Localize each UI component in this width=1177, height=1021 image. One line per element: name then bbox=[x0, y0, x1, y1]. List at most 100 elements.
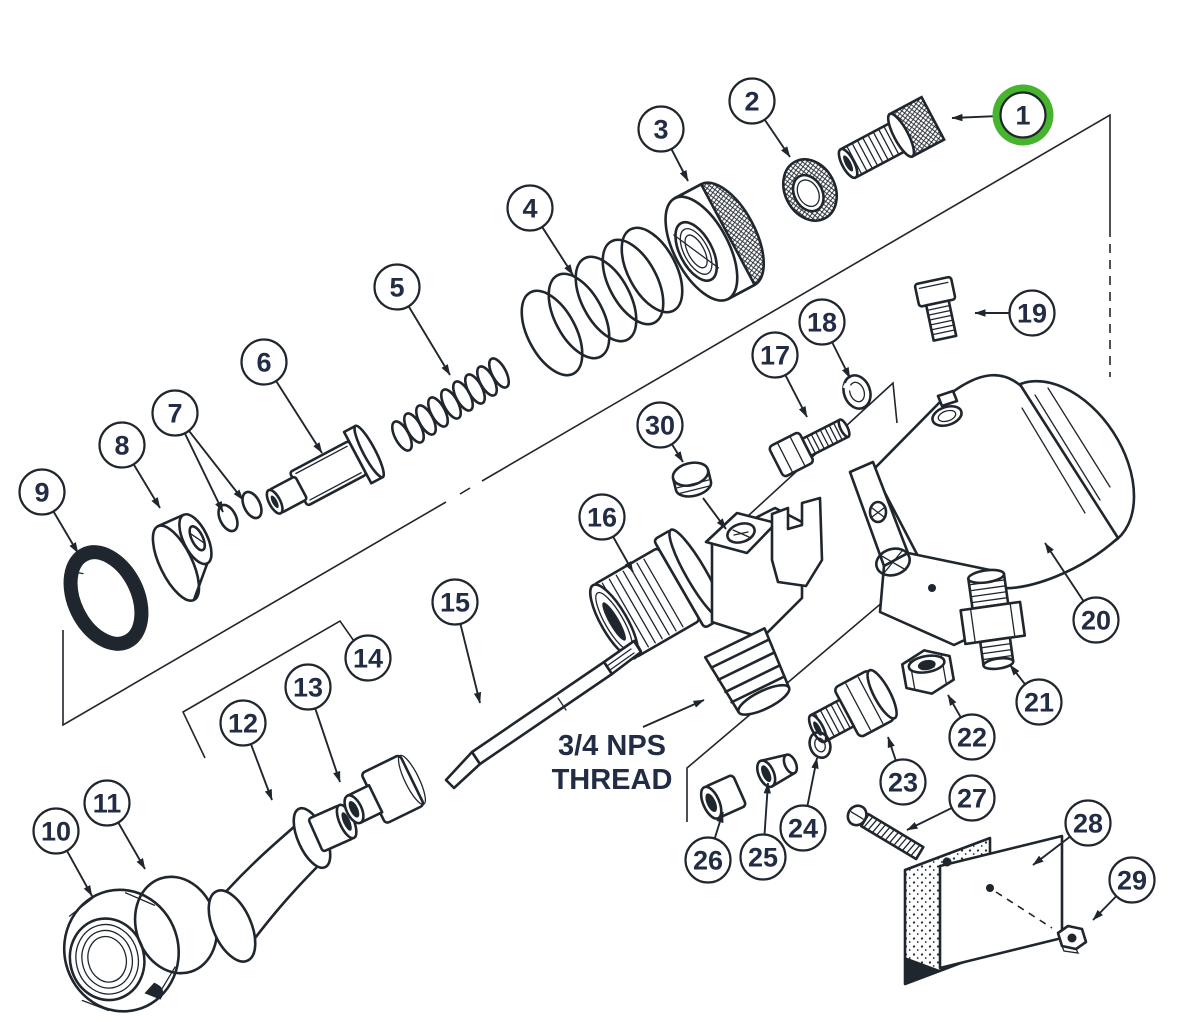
leader-line bbox=[906, 807, 953, 831]
callout-number: 17 bbox=[760, 341, 790, 371]
part-18-lock-washer bbox=[842, 374, 872, 410]
callout-20[interactable]: 20 bbox=[1044, 542, 1120, 644]
leader-line bbox=[1092, 895, 1117, 921]
callout-number: 24 bbox=[788, 814, 818, 844]
callout-circle bbox=[83, 779, 131, 827]
callout-8[interactable]: 8 bbox=[98, 421, 161, 509]
leader-line bbox=[275, 380, 323, 454]
callout-number: 23 bbox=[888, 768, 918, 798]
bracket-lower-right bbox=[686, 544, 951, 822]
callout-9[interactable]: 9 bbox=[18, 468, 79, 554]
part-29-small-nut bbox=[1056, 924, 1088, 954]
callout-number: 13 bbox=[293, 673, 323, 703]
callout-circle bbox=[578, 493, 626, 541]
callout-number: 20 bbox=[1081, 606, 1111, 636]
callout-circle bbox=[219, 699, 267, 747]
callout-6[interactable]: 6 bbox=[240, 338, 323, 454]
leader-line bbox=[407, 305, 451, 376]
part-9-packing-ring bbox=[63, 545, 149, 651]
callout-22[interactable]: 22 bbox=[947, 694, 996, 761]
leader-line bbox=[806, 757, 819, 807]
callout-17[interactable]: 17 bbox=[751, 331, 808, 418]
leader-line bbox=[1044, 542, 1085, 602]
part-21-hex-nipple bbox=[959, 568, 1027, 671]
callout-28[interactable]: 28 bbox=[1032, 799, 1112, 866]
part-25-seat-cup bbox=[756, 753, 799, 789]
thread-annotation: 3/4 NPS THREAD bbox=[552, 730, 673, 796]
callout-1[interactable]: 1 bbox=[951, 84, 1054, 146]
callout-16[interactable]: 16 bbox=[578, 493, 634, 573]
extra-arrows bbox=[642, 497, 727, 728]
callout-7[interactable]: 7 bbox=[151, 389, 244, 513]
callout-23[interactable]: 23 bbox=[879, 736, 927, 806]
callout-5[interactable]: 5 bbox=[373, 263, 451, 376]
part-23-fitting bbox=[807, 668, 898, 744]
callout-number: 9 bbox=[34, 478, 49, 508]
callout-18[interactable]: 18 bbox=[798, 298, 851, 379]
callout-circle bbox=[240, 338, 288, 386]
bracket-group-14 bbox=[181, 619, 357, 759]
callout-circle bbox=[948, 713, 996, 761]
leader-line bbox=[784, 374, 808, 418]
part-13-bushing bbox=[343, 754, 427, 825]
callout-circle bbox=[18, 468, 66, 516]
callout-4[interactable]: 4 bbox=[506, 184, 574, 276]
callout-3[interactable]: 3 bbox=[637, 105, 689, 182]
leader-line bbox=[947, 694, 962, 718]
part-15-needle bbox=[444, 639, 643, 790]
leader-line bbox=[670, 148, 689, 182]
thread-note-line2: THREAD bbox=[552, 764, 673, 796]
callout-24[interactable]: 24 bbox=[779, 757, 827, 852]
callout-number: 18 bbox=[807, 308, 837, 338]
callout-26[interactable]: 26 bbox=[684, 811, 732, 884]
callout-circle bbox=[999, 91, 1047, 139]
part-24-o-ring bbox=[808, 731, 832, 759]
callout-30[interactable]: 30 bbox=[636, 401, 684, 463]
callout-10[interactable]: 10 bbox=[32, 807, 93, 897]
callout-19[interactable]: 19 bbox=[974, 289, 1056, 337]
callout-number: 15 bbox=[440, 588, 470, 618]
leader-line bbox=[671, 443, 684, 463]
callout-circle bbox=[98, 421, 146, 469]
callout-29[interactable]: 29 bbox=[1092, 856, 1156, 921]
callout-circle bbox=[344, 634, 392, 682]
callout-21[interactable]: 21 bbox=[1009, 664, 1063, 726]
callout-circle bbox=[728, 77, 776, 125]
callout-number: 27 bbox=[957, 784, 987, 814]
callout-circle bbox=[1072, 596, 1120, 644]
leader-line bbox=[314, 708, 341, 783]
callout-circle bbox=[637, 105, 685, 153]
leader-line bbox=[713, 811, 724, 839]
callout-13[interactable]: 13 bbox=[284, 663, 341, 783]
callout-2[interactable]: 2 bbox=[728, 77, 791, 158]
callout-11[interactable]: 11 bbox=[83, 779, 146, 870]
callout-number: 29 bbox=[1117, 866, 1147, 896]
callout-circle bbox=[1064, 799, 1112, 847]
leader-line bbox=[117, 822, 146, 870]
part-12-horn bbox=[207, 803, 358, 963]
callout-number: 4 bbox=[522, 194, 537, 224]
leader-line bbox=[887, 736, 897, 761]
annotation-arrow bbox=[642, 699, 705, 728]
callout-circle bbox=[284, 663, 332, 711]
callout-circle bbox=[373, 263, 421, 311]
callout-circle bbox=[684, 836, 732, 884]
part-27-machine-screw bbox=[846, 804, 925, 861]
callout-number: 26 bbox=[693, 846, 723, 876]
callout-27[interactable]: 27 bbox=[906, 774, 996, 831]
callout-number: 30 bbox=[645, 411, 675, 441]
callout-number: 21 bbox=[1024, 688, 1054, 718]
callout-circle bbox=[739, 833, 787, 881]
callout-12[interactable]: 12 bbox=[219, 699, 273, 801]
callout-14[interactable]: 14 bbox=[344, 634, 392, 682]
callout-15[interactable]: 15 bbox=[431, 578, 482, 704]
leader-line bbox=[763, 119, 791, 158]
callout-25[interactable]: 25 bbox=[739, 782, 787, 881]
callout-circle bbox=[32, 807, 80, 855]
separator-lines bbox=[62, 113, 1111, 822]
leader-line bbox=[763, 782, 771, 835]
leader-line bbox=[250, 743, 273, 801]
